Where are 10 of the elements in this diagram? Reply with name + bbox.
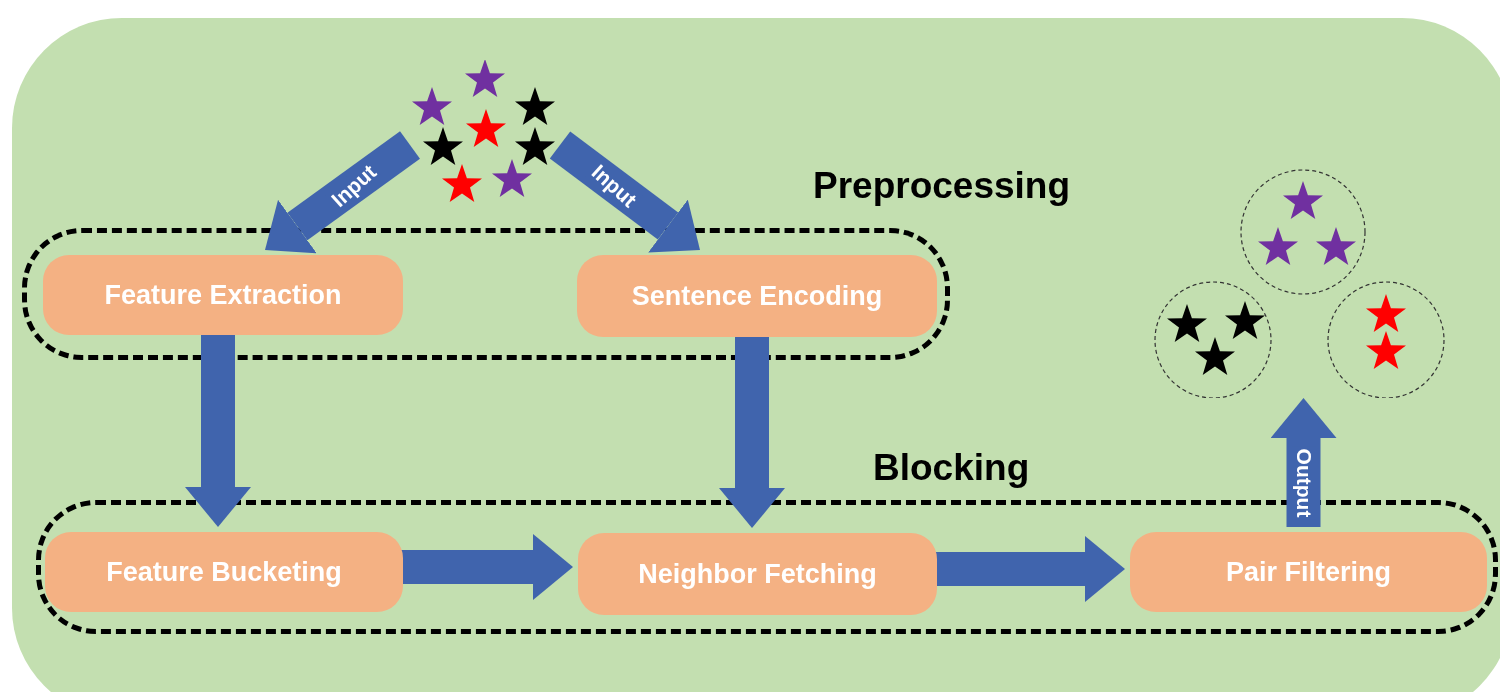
process-box: Feature Extraction	[43, 255, 403, 335]
process-box: Sentence Encoding	[577, 255, 937, 337]
process-box: Feature Bucketing	[45, 532, 403, 612]
block-arrow	[549, 131, 700, 253]
group-heading: Blocking	[873, 447, 1030, 489]
block-arrow	[265, 131, 420, 254]
process-box: Neighbor Fetching	[578, 533, 937, 615]
group-heading: Preprocessing	[813, 165, 1071, 207]
block-arrow	[1270, 398, 1337, 527]
process-box: Pair Filtering	[1130, 532, 1487, 612]
